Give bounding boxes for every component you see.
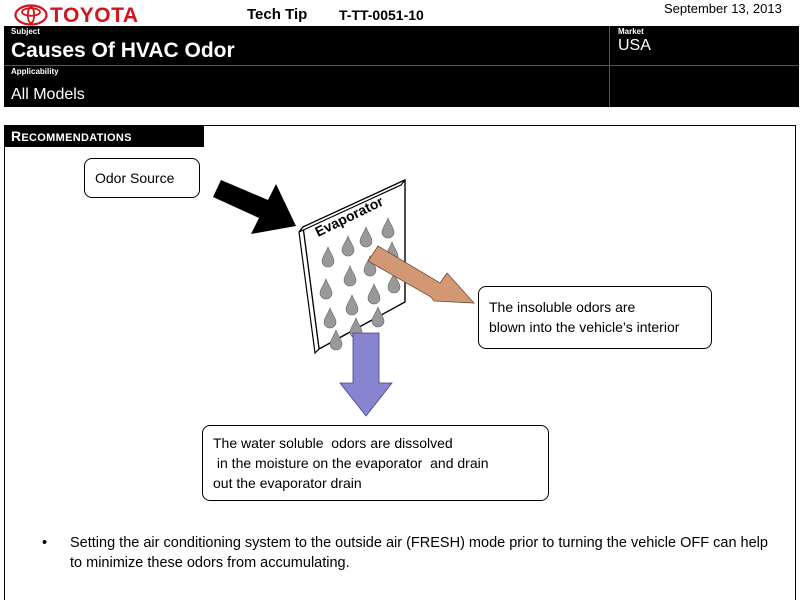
soluble-line-1: The water soluble odors are dissolved <box>213 435 453 451</box>
info-block: Subject Causes Of HVAC Odor Applicabilit… <box>4 26 799 107</box>
applicability-label: Applicability <box>11 67 59 76</box>
toyota-logo-icon <box>14 2 48 28</box>
soluble-callout: The water soluble odors are dissolved in… <box>202 425 549 501</box>
odor-source-callout: Odor Source <box>84 158 200 198</box>
bullet-dot: • <box>42 535 48 551</box>
recommendation-text: Setting the air conditioning system to t… <box>70 535 768 571</box>
brand-name: TOYOTA <box>50 4 139 27</box>
subject-label: Subject <box>11 27 40 36</box>
soluble-line-2: in the moisture on the evaporator and dr… <box>213 455 489 471</box>
heading-rest: ECOMMENDATIONS <box>21 132 132 144</box>
doc-type: Tech Tip <box>247 6 308 23</box>
heading-initial: R <box>11 128 22 144</box>
doc-date: September 13, 2013 <box>664 1 782 16</box>
doc-number: T-TT-0051-10 <box>339 7 424 23</box>
recommendations-heading: RECOMMENDATIONS <box>4 125 204 147</box>
market-label: Market <box>618 27 644 36</box>
odor-source-text: Odor Source <box>95 170 175 186</box>
insoluble-line-1: The insoluble odors are <box>489 299 636 315</box>
applicability-value: All Models <box>11 86 85 103</box>
soluble-line-3: out the evaporator drain <box>213 475 362 491</box>
insoluble-callout: The insoluble odors are blown into the v… <box>478 286 712 349</box>
recommendations-frame <box>4 125 796 600</box>
subject-title: Causes Of HVAC Odor <box>11 39 235 62</box>
market-value: USA <box>618 37 651 54</box>
insoluble-line-2: blown into the vehicle’s interior <box>489 319 680 335</box>
divider <box>4 65 799 66</box>
divider <box>609 26 610 107</box>
